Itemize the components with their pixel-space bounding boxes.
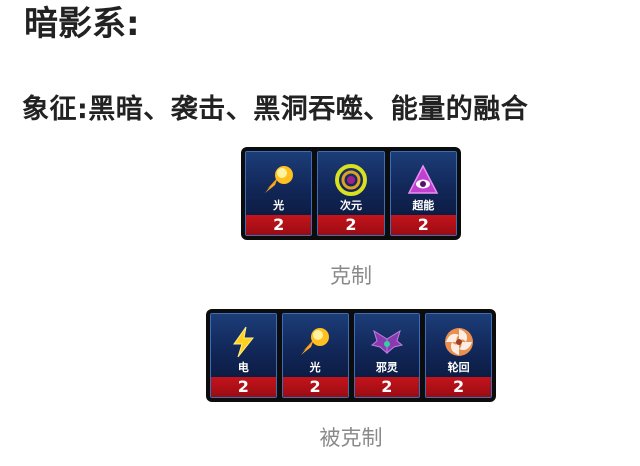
tile-label: 超能 [412, 199, 435, 212]
tile-label: 光 [273, 199, 285, 212]
fireball-icon [301, 328, 330, 355]
tile-count: 2 [426, 377, 491, 397]
countered-by-caption: 被克制 [319, 426, 383, 450]
countered-by-panel: 电 2 光 2 邪灵 2 [206, 309, 496, 402]
type-tile-light: 光 2 [245, 151, 313, 236]
tile-count: 2 [211, 377, 276, 397]
tile-label: 光 [309, 361, 321, 374]
tile-label: 次元 [339, 199, 362, 212]
tile-count: 2 [354, 377, 420, 397]
fireball-icon [264, 166, 293, 193]
tile-count: 2 [246, 215, 312, 235]
tile-label: 邪灵 [375, 361, 398, 374]
type-tile-dimension: 次元 2 [317, 151, 385, 236]
dimension-ring-icon [334, 164, 367, 196]
symbol-description: 象征:黑暗、袭击、黑洞吞噬、能量的融合 [22, 94, 529, 125]
tile-count: 2 [318, 215, 384, 235]
type-tile-light: 光 2 [281, 313, 349, 398]
type-tile-electric: 电 2 [210, 313, 277, 398]
tile-count: 2 [282, 377, 348, 397]
tile-label: 轮回 [447, 361, 470, 374]
type-tile-evil-spirit: 邪灵 2 [353, 313, 421, 398]
page-title: 暗影系: [24, 4, 140, 44]
evil-wings-icon [370, 329, 403, 355]
swirl-icon [444, 328, 473, 356]
psychic-eye-icon [408, 164, 439, 194]
type-tile-psychic: 超能 2 [389, 151, 457, 236]
counters-caption: 克制 [330, 264, 372, 288]
counters-panel: 光 2 次元 2 超能 2 [241, 147, 461, 240]
tile-label: 电 [237, 361, 249, 374]
lightning-icon [233, 326, 255, 358]
type-tile-reincarnation: 轮回 2 [425, 313, 492, 398]
tile-count: 2 [390, 215, 456, 235]
